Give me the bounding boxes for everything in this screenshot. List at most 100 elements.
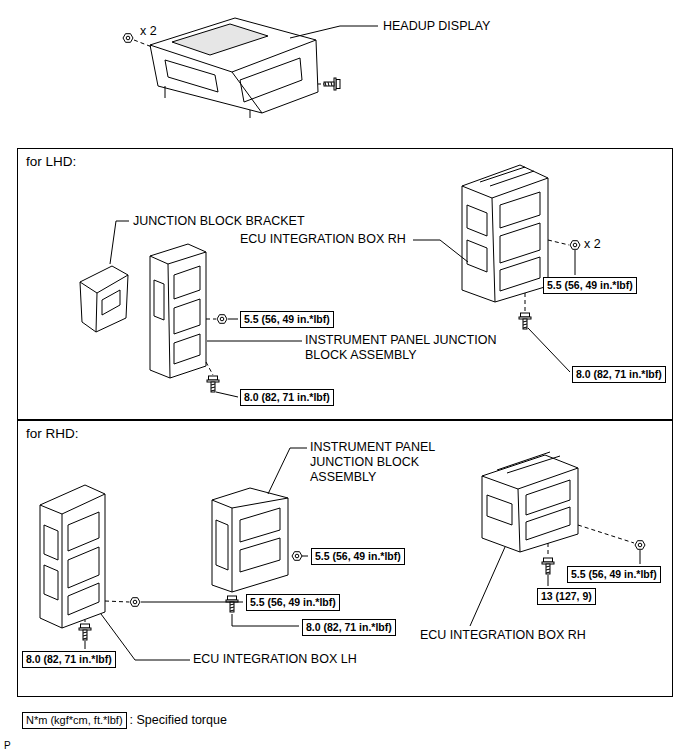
torque-box: 5.5 (56, 49 in.*lbf) — [543, 277, 637, 294]
lhd-parts-drawing-part — [174, 266, 200, 299]
torque-value: 8.0 (82, 71 in.*lbf) — [244, 391, 330, 403]
lhd-parts-drawing-part — [462, 178, 548, 302]
lhd-fasteners-and-leaders — [110, 221, 580, 397]
lhd-fasteners-and-leaders-part — [110, 221, 129, 264]
region-heading: for RHD: — [26, 426, 664, 442]
torque-box: 5.5 (56, 49 in.*lbf) — [311, 548, 405, 565]
rhd-parts-drawing-part — [40, 485, 105, 628]
lhd-fasteners-and-leaders-part — [206, 319, 216, 320]
torque-box: 8.0 (82, 71 in.*lbf) — [22, 651, 116, 668]
rhd-parts-drawing-part — [482, 468, 578, 552]
lhd-fasteners-and-leaders-part — [216, 392, 238, 397]
rhd-fasteners-and-leaders-part — [141, 602, 243, 603]
torque-value: 8.0 (82, 71 in.*lbf) — [306, 621, 392, 633]
rhd-fasteners-and-leaders-part — [105, 601, 129, 602]
rhd-parts-drawing-part — [526, 507, 570, 540]
rhd-fasteners-and-leaders-part — [542, 558, 554, 574]
part-name: HEADUP DISPLAY — [383, 19, 490, 34]
quantity-note: x 2 — [584, 237, 601, 252]
lhd-fasteners-and-leaders-part — [519, 313, 531, 329]
torque-box: 5.5 (56, 49 in.*lbf) — [240, 311, 334, 328]
rhd-parts-drawing-part — [240, 538, 280, 572]
rhd-fasteners-and-leaders-part — [470, 547, 505, 626]
rhd-parts-drawing-part — [240, 508, 280, 542]
part-name: ECU INTEGRATION BOX RH — [420, 628, 586, 643]
rhd-parts-drawing-part — [68, 547, 99, 588]
lhd-parts-drawing-part — [467, 205, 487, 236]
headup-display-drawing-part — [150, 40, 316, 113]
lhd-fasteners-and-leaders-part — [207, 341, 302, 342]
page-code: P — [4, 738, 11, 753]
torque-value: 5.5 (56, 49 in.*lbf) — [547, 279, 633, 291]
torque-box: 8.0 (82, 71 in.*lbf) — [572, 366, 666, 383]
torque-value: 13 (127, 9) — [541, 590, 592, 602]
quantity-note: x 2 — [140, 24, 157, 39]
lhd-fasteners-and-leaders-part — [525, 293, 526, 312]
lhd-parts-drawing-part — [154, 280, 164, 320]
rhd-fasteners-and-leaders-part — [85, 620, 86, 623]
rhd-fasteners-and-leaders-part — [130, 598, 140, 607]
headup-display-drawing-part — [165, 86, 250, 118]
rhd-parts-drawing-part — [40, 494, 105, 628]
lhd-fasteners-and-leaders-part — [575, 250, 576, 275]
rhd-parts-drawing-part — [44, 525, 58, 560]
region-panel: for LHD: 5.5 (56, 49 in.*lbf) 5.5 (56, 49 … — [17, 148, 673, 420]
torque-value: 8.0 (82, 71 in.*lbf) — [26, 653, 112, 665]
lhd-parts-drawing-part — [150, 244, 206, 378]
lhd-parts-drawing-part — [174, 299, 200, 334]
rhd-fasteners-and-leaders-part — [578, 525, 634, 543]
rhd-fasteners-and-leaders-part — [268, 448, 307, 494]
rhd-parts-drawing-part — [487, 495, 512, 525]
rhd-parts-drawing — [40, 452, 578, 628]
lhd-fasteners-and-leaders-part — [528, 328, 570, 372]
rhd-fasteners-and-leaders-part — [302, 556, 308, 557]
rhd-parts-drawing-part — [68, 583, 99, 615]
torque-box: 8.0 (82, 71 in.*lbf) — [240, 389, 334, 406]
rhd-parts-drawing-part — [212, 488, 288, 592]
fastener-group-part — [290, 26, 378, 38]
lhd-parts-drawing-part — [150, 252, 206, 378]
fastener-group-part — [324, 78, 340, 90]
rhd-fasteners-and-leaders-part — [79, 624, 91, 640]
rhd-fasteners-and-leaders-part — [640, 550, 641, 564]
torque-box: 5.5 (56, 49 in.*lbf) — [246, 594, 340, 611]
torque-box: 13 (127, 9) — [537, 588, 596, 605]
torque-value: 5.5 (56, 49 in.*lbf) — [571, 568, 657, 580]
lhd-parts-drawing — [80, 165, 548, 378]
rhd-fasteners-and-leaders-part — [292, 552, 302, 561]
torque-value: 5.5 (56, 49 in.*lbf) — [315, 550, 401, 562]
rhd-fasteners-and-leaders-part — [85, 641, 86, 649]
rhd-parts-drawing-part — [44, 565, 58, 600]
torque-box: 8.0 (82, 71 in.*lbf) — [302, 619, 396, 636]
fastener-group-part — [123, 34, 133, 43]
lhd-fasteners-and-leaders-part — [413, 240, 468, 262]
legend-torque-box: N*m (kgf*cm, ft.*lbf) — [22, 712, 127, 729]
headup-display-drawing-part — [172, 24, 268, 55]
fastener-group-part — [318, 84, 324, 85]
region-heading: for LHD: — [26, 154, 664, 170]
headup-display-drawing — [150, 18, 318, 118]
torque-value: 5.5 (56, 49 in.*lbf) — [244, 313, 330, 325]
lhd-parts-drawing-part — [480, 167, 534, 186]
lhd-parts-drawing-part — [500, 223, 540, 263]
rhd-parts-drawing-part — [216, 520, 228, 570]
rhd-fasteners-and-leaders-part — [548, 543, 549, 557]
headup-display-drawing-part — [165, 60, 218, 92]
fastener-group — [123, 26, 378, 90]
lhd-fasteners-and-leaders-part — [207, 376, 219, 392]
part-name: ECU INTEGRATION BOX RH — [240, 232, 406, 247]
fastener-group-part — [134, 40, 152, 47]
legend-text: : Specified torque — [130, 713, 227, 728]
torque-value: N*m (kgf*cm, ft.*lbf) — [26, 714, 123, 726]
lhd-fasteners-and-leaders-part — [217, 315, 227, 324]
lhd-parts-drawing-part — [500, 192, 540, 228]
lhd-parts-drawing-part — [467, 240, 487, 272]
torque-box: 5.5 (56, 49 in.*lbf) — [567, 566, 661, 583]
headup-display-drawing-part — [150, 18, 318, 113]
lhd-parts-drawing-part — [174, 334, 200, 364]
part-name: INSTRUMENT PANEL JUNCTION BLOCK ASSEMBLY — [305, 333, 530, 363]
rhd-parts-drawing-part — [497, 452, 560, 473]
torque-value: 8.0 (82, 71 in.*lbf) — [576, 368, 662, 380]
part-name: ECU INTEGRATION BOX LH — [193, 652, 357, 667]
